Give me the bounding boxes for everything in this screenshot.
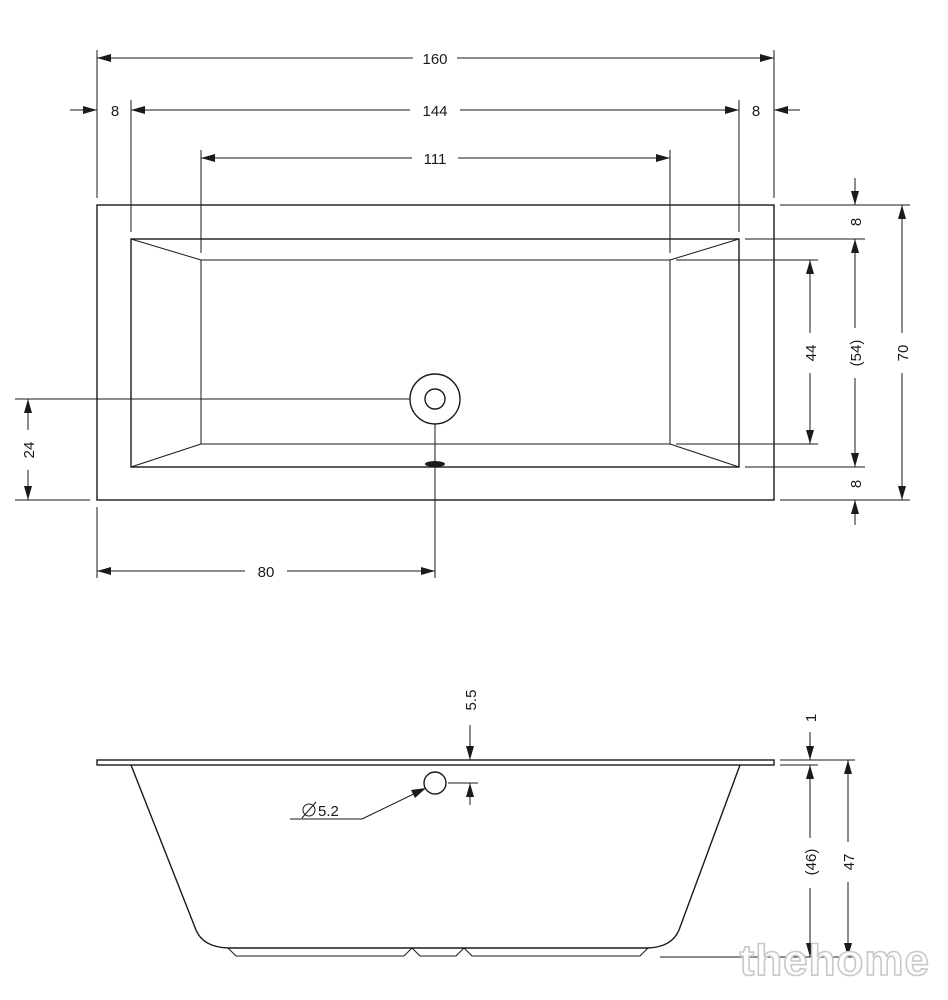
- slope-line-br: [669, 443, 740, 468]
- foot-middle: [411, 947, 465, 957]
- dim-inner-length: 144: [422, 103, 447, 120]
- dim-inner-width: (54): [848, 340, 865, 367]
- dim-rim-bottom: 8: [848, 480, 865, 488]
- dim-inner-depth: (46): [803, 849, 820, 876]
- dim-rim-thickness: 1: [803, 714, 820, 722]
- dim-rim-right: 8: [752, 103, 760, 120]
- dim-rim-top: 8: [848, 218, 865, 226]
- watermark-logo: thehome: [740, 936, 930, 985]
- overflow-inner-circle: [424, 388, 446, 410]
- slope-line-tl: [130, 238, 202, 261]
- side-view: 5.5 5.2 1 (46) 47: [96, 690, 858, 958]
- dim-overflow-diameter: 5.2: [318, 803, 339, 820]
- foot-left: [227, 947, 413, 957]
- slope-line-tr: [669, 238, 740, 261]
- dim-total-length: 160: [422, 51, 447, 68]
- overflow-side-circle: [423, 771, 447, 795]
- dim-total-depth: 47: [841, 854, 858, 871]
- foot-right: [463, 947, 649, 957]
- dim-drain-offset-y: 24: [21, 442, 38, 459]
- dim-bottom-length: 111: [424, 151, 447, 168]
- side-rim: [96, 759, 775, 766]
- dim-drain-offset-x: 80: [258, 564, 275, 581]
- dim-rim-left: 8: [111, 103, 119, 120]
- slope-line-bl: [130, 443, 202, 468]
- overflow-outer-circle: [409, 373, 461, 425]
- dim-total-width: 70: [895, 345, 912, 362]
- basin-bottom-outline: [200, 259, 671, 445]
- side-body-outline: [130, 764, 741, 949]
- dim-bottom-width: 44: [803, 345, 820, 362]
- top-view: 160 8 144 8 111 8 44: [15, 50, 912, 581]
- dim-overflow-offset: 5.5: [463, 690, 480, 711]
